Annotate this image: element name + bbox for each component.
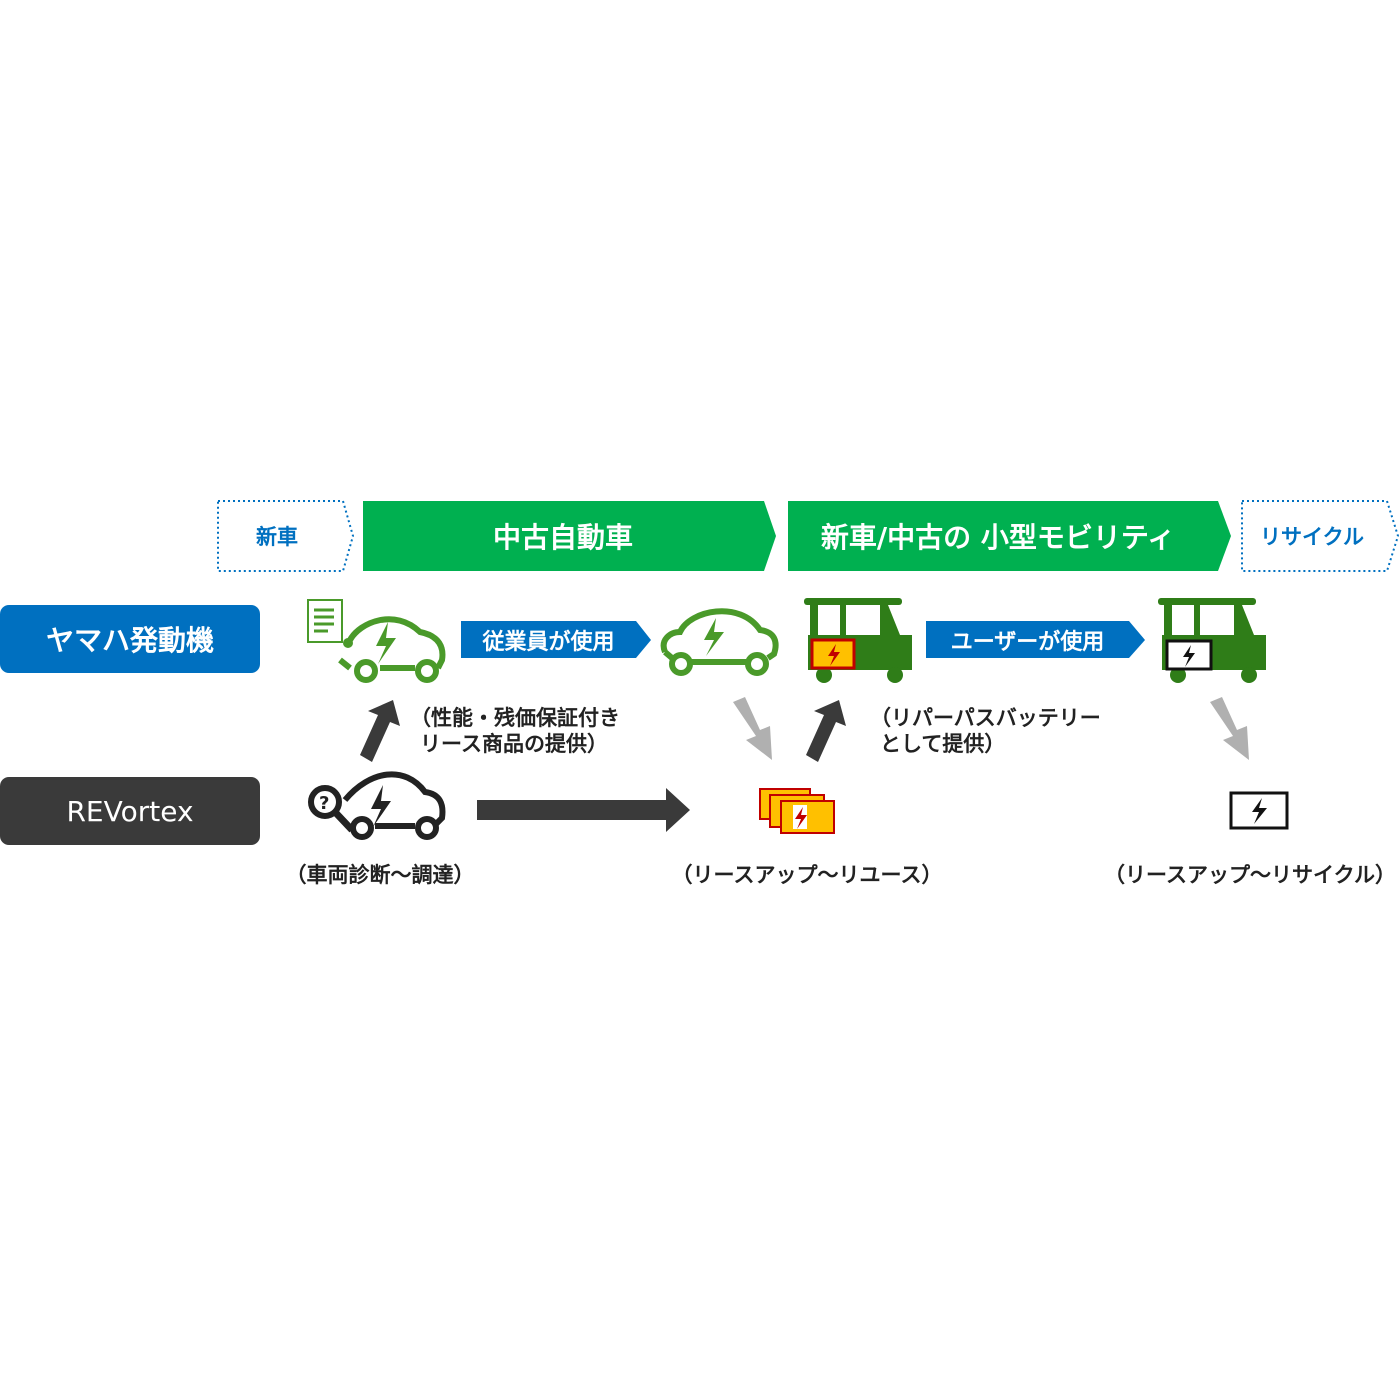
repurpose-caption-line2: として提供） [880,732,1006,756]
stage-bands-graphic [217,500,1400,572]
stage-new-car-label: 新車 [256,525,298,549]
stage-small-mobility-band [788,501,1231,571]
recycle-caption: （リースアップ～リサイクル） [1104,863,1396,887]
employee-use-label: 従業員が使用 [482,629,615,655]
flow-graphics: ? [307,598,1289,840]
recycle-battery-icon [1229,791,1289,830]
mobility-cart-with-reuse-battery-icon [804,598,912,683]
reuse-batteries-icon [759,788,835,834]
employee-use-arrow [461,621,651,658]
stage-used-car-band [363,501,776,571]
stage-used-car-label: 中古自動車 [492,521,633,554]
ev-car-icon [660,608,779,676]
down-arrow-icon [1210,697,1249,760]
down-arrow-icon [733,697,772,760]
stage-recycle-outline [1241,500,1400,572]
diagnosis-caption: （車両診断～調達） [285,863,475,887]
row-label-revortex: REVortex [0,777,260,845]
stage-small-mobility-label: 新車/中古の 小型モビリティ [820,521,1176,554]
lease-caption-line1: （性能・残価保証付き [410,706,620,730]
stage-recycle-label: リサイクル [1260,525,1364,549]
question-mark-icon: ? [319,793,329,814]
certified-ev-car-icon [307,599,446,683]
up-arrow-icon [806,700,846,762]
procurement-arrow [477,788,690,832]
lease-caption-line2: リース商品の提供） [420,732,608,756]
user-use-label: ユーザーが使用 [950,629,1105,655]
diagnosis-car-icon [308,771,446,840]
mobility-cart-with-battery-icon [1158,598,1266,683]
up-arrow-icon [360,700,400,762]
user-use-arrow [926,621,1145,658]
row-label-yamaha: ヤマハ発動機 [0,605,260,673]
reuse-caption: （リースアップ～リユース） [671,863,943,887]
repurpose-caption-line1: （リパーパスバッテリー [870,706,1101,730]
